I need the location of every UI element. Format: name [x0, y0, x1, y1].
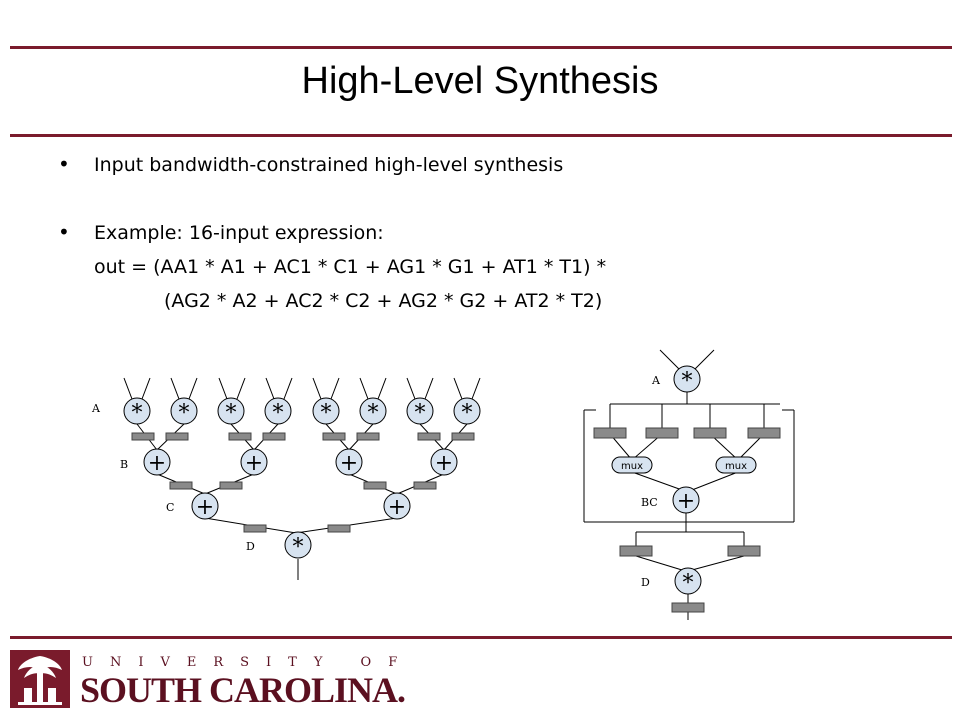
label-bc: BC [641, 496, 658, 509]
bullet-2: Example: 16-input expression: [94, 222, 384, 244]
mult-symbol: * [132, 401, 143, 426]
slide-title: High-Level Synthesis [301, 60, 659, 102]
register [356, 432, 380, 441]
label-d: D [641, 576, 650, 589]
register [747, 427, 781, 439]
register [727, 545, 761, 557]
add-node [191, 492, 219, 520]
mult-node [453, 397, 481, 425]
mult-symbol: * [321, 401, 332, 426]
bullet-dot-1: • [58, 152, 70, 176]
add-symbol: + [245, 451, 263, 476]
mult-node [284, 531, 312, 559]
left-edges-bc [156, 473, 445, 495]
register [451, 432, 475, 441]
mux-label: mux [621, 461, 643, 472]
university-seal-logo [10, 650, 70, 708]
add-node [430, 448, 458, 476]
mult-symbol: * [293, 535, 304, 560]
register [417, 432, 441, 441]
mux-label: mux [725, 461, 747, 472]
left-mult-nodes: * * * * * * * * [123, 397, 481, 426]
add-symbol: + [677, 489, 695, 514]
register [262, 432, 286, 441]
add-symbol: + [388, 495, 406, 520]
logo-university-of: UNIVERSITY OF [82, 655, 415, 670]
add-node [143, 448, 171, 476]
title-divider [10, 134, 952, 137]
footer-divider [10, 636, 952, 639]
add-node [335, 448, 363, 476]
register [327, 524, 351, 533]
label-c: C [166, 501, 174, 514]
register [243, 524, 267, 533]
palmetto-icon [18, 656, 62, 705]
register [671, 602, 705, 613]
mult-symbol: * [273, 401, 284, 426]
register [645, 427, 679, 439]
mult-symbol: * [683, 571, 694, 596]
register [169, 481, 193, 490]
left-registers [131, 432, 475, 533]
register [413, 481, 437, 490]
register [165, 432, 189, 441]
mult-node [123, 397, 151, 425]
mult-symbol: * [368, 401, 379, 426]
mult-symbol: * [179, 401, 190, 426]
right-registers [593, 427, 781, 613]
mult-node-a [673, 365, 701, 393]
register [322, 432, 346, 441]
mult-node [312, 397, 340, 425]
left-tree-diagram: * * * * * * * * + + + + + + [91, 377, 481, 580]
add-symbol: + [148, 451, 166, 476]
top-divider [10, 46, 952, 49]
label-a: A [651, 374, 661, 387]
left-mult-node-d: * [284, 531, 312, 560]
label-d: D [246, 540, 255, 553]
label-a: A [91, 402, 101, 415]
register [593, 427, 627, 439]
add-node [383, 492, 411, 520]
register [228, 432, 252, 441]
mult-symbol: * [682, 369, 693, 394]
mult-symbol: * [226, 401, 237, 426]
mult-node [170, 397, 198, 425]
left-inputs [123, 377, 481, 400]
mult-node [406, 397, 434, 425]
mult-symbol: * [415, 401, 426, 426]
logo-south-carolina: SOUTH CAROLINA. [80, 670, 406, 710]
add-symbol: + [340, 451, 358, 476]
datapath-diagrams: * * * * * * * * + + + + + + [91, 349, 795, 620]
register [363, 481, 387, 490]
add-symbol: + [435, 451, 453, 476]
right-muxes: mux mux [611, 456, 757, 474]
bullet-dot-2: • [58, 220, 70, 244]
register [619, 545, 653, 557]
bullet-1: Input bandwidth-constrained high-level s… [94, 154, 564, 176]
mult-node [217, 397, 245, 425]
register [131, 432, 155, 441]
register [219, 481, 243, 490]
left-add-nodes-c: + + [191, 492, 411, 520]
mux-left [611, 456, 653, 474]
label-b: B [120, 458, 128, 471]
expression-line-1: out = (AA1 * A1 + AC1 * C1 + AG1 * G1 + … [94, 256, 607, 278]
right-datapath-diagram: mux mux * + * A BC D [583, 349, 795, 620]
expression-line-2: (AG2 * A2 + AC2 * C2 + AG2 * G2 + AT2 * … [164, 290, 603, 312]
mult-node [359, 397, 387, 425]
register [693, 427, 727, 439]
mult-symbol: * [462, 401, 473, 426]
add-node-bc [672, 486, 700, 514]
left-add-nodes-b: + + + + [143, 448, 458, 476]
add-symbol: + [196, 495, 214, 520]
mult-node-d [674, 567, 702, 595]
mult-node [264, 397, 292, 425]
mux-right [715, 456, 757, 474]
add-node [240, 448, 268, 476]
